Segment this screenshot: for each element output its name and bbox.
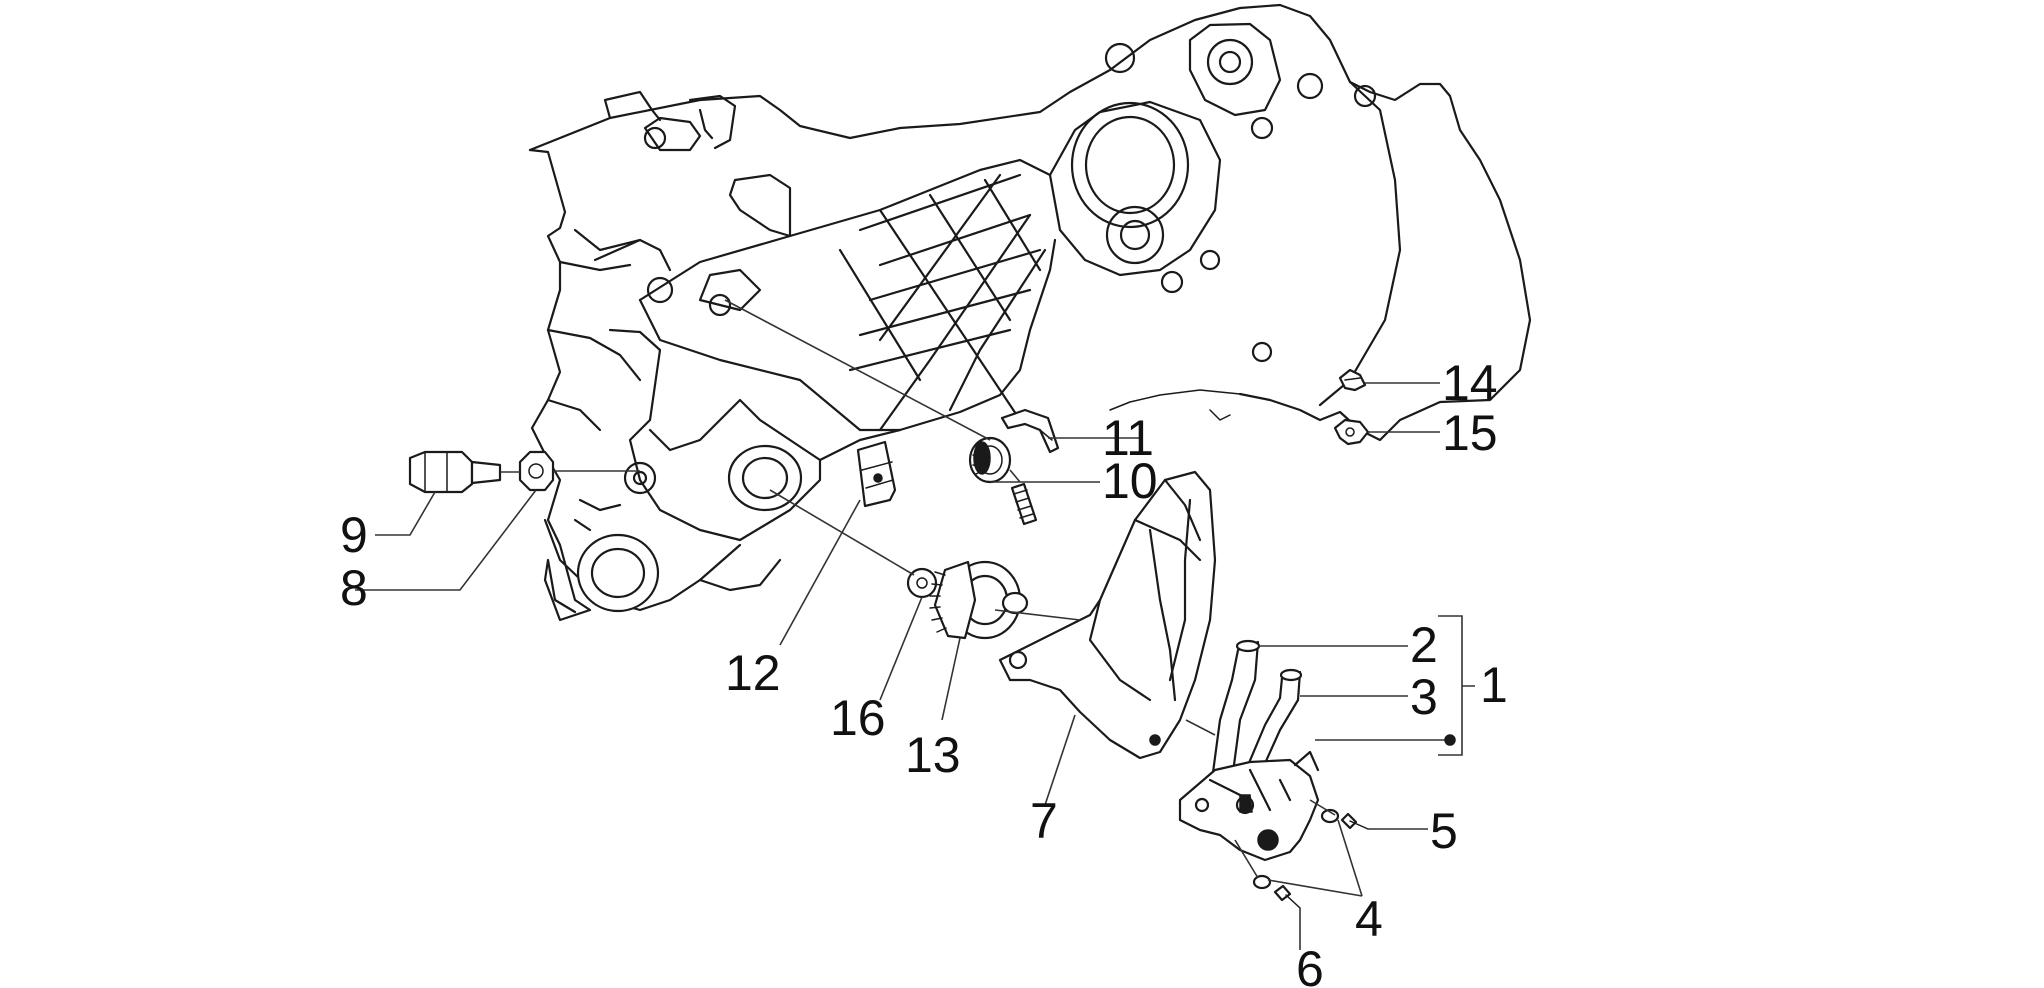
callout-4: 4 [1355, 891, 1383, 947]
callout-16: 16 [830, 690, 886, 746]
callout-9: 9 [340, 507, 368, 563]
hex-bolt-part-9 [408, 450, 502, 494]
small-gear-part-10 [968, 436, 1012, 484]
clamp-part-14 [1338, 368, 1367, 392]
callout-15: 15 [1442, 405, 1498, 461]
clip-part-15 [1333, 418, 1370, 446]
screw-part-5 [1340, 812, 1369, 830]
callout-1: 1 [1480, 657, 1508, 713]
callout-6: 6 [1296, 941, 1324, 988]
callout-10: 10 [1102, 453, 1158, 509]
callout-8: 8 [340, 560, 368, 616]
washer-part-4a [1320, 808, 1340, 824]
callout-12: 12 [725, 645, 781, 701]
spring-part [1010, 482, 1038, 526]
nut-part-8 [518, 450, 555, 492]
callout-14: 14 [1442, 355, 1498, 411]
washer-part-16 [906, 567, 938, 599]
oil-pump-body [1178, 750, 1320, 862]
screw-part-6 [1273, 884, 1301, 909]
block-part-12 [856, 440, 897, 508]
callout-7: 7 [1030, 793, 1058, 849]
washer-part-4b [1252, 874, 1272, 890]
callout-11: 11 [1102, 410, 1154, 466]
callout-2: 2 [1410, 617, 1438, 673]
callout-3: 3 [1410, 669, 1438, 725]
large-gear-part-13 [929, 560, 1029, 640]
hose-part-2 [1210, 639, 1261, 782]
crankcase-housing [528, 3, 1532, 622]
callout-13: 13 [905, 727, 961, 783]
callout-5: 5 [1430, 803, 1458, 859]
callout-labels: 1 2 3 4 5 6 7 8 9 10 11 12 13 14 15 16 [340, 355, 1508, 988]
leader-lines [355, 299, 1475, 950]
cover-plate-part-7 [998, 470, 1217, 760]
bearing-shell-part-11 [1000, 408, 1060, 454]
